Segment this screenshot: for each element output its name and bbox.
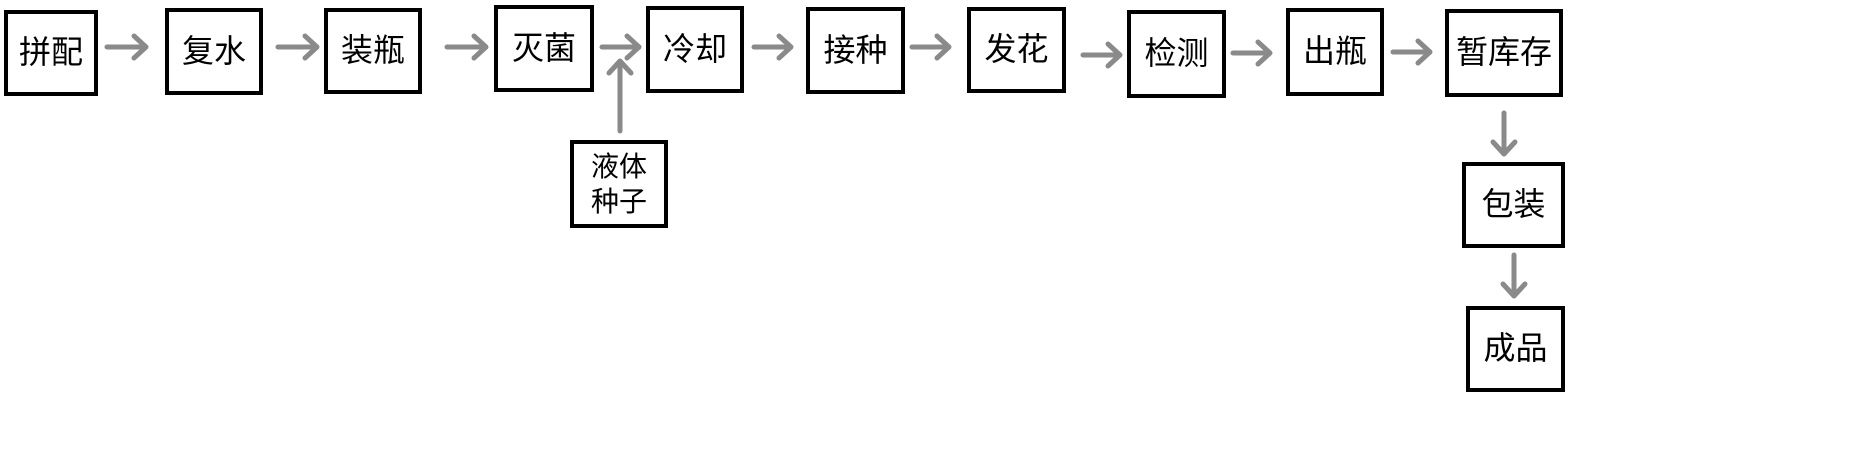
arrow-chuping-to-zankucun bbox=[1393, 41, 1430, 63]
node-miejun: 灭菌 bbox=[494, 5, 594, 92]
arrow-yeti-to-lengque bbox=[609, 61, 631, 131]
node-label: 装瓶 bbox=[341, 33, 405, 68]
node-label: 包装 bbox=[1481, 187, 1545, 222]
node-label: 拼配 bbox=[19, 35, 83, 70]
node-pinpei: 拼配 bbox=[4, 10, 98, 96]
arrow-fahua-to-jiance bbox=[1083, 44, 1120, 66]
node-fushui: 复水 bbox=[165, 8, 263, 95]
node-label: 接种 bbox=[823, 33, 887, 68]
arrow-baozhuang-to-chengpin bbox=[1503, 255, 1525, 296]
node-chengpin: 成品 bbox=[1466, 306, 1565, 392]
node-fahua: 发花 bbox=[967, 7, 1066, 93]
node-label: 冷却 bbox=[663, 32, 727, 67]
node-label: 复水 bbox=[182, 34, 246, 69]
arrow-jiance-to-chuping bbox=[1233, 42, 1270, 64]
node-label: 灭菌 bbox=[512, 31, 576, 66]
node-label: 成品 bbox=[1483, 331, 1547, 366]
node-baozhuang: 包装 bbox=[1462, 162, 1565, 248]
node-lengque: 冷却 bbox=[646, 6, 744, 93]
arrow-fushui-to-zhuangping bbox=[278, 36, 317, 58]
node-yeti-zhongzi: 液体 种子 bbox=[570, 140, 668, 228]
node-label: 暂库存 bbox=[1456, 35, 1552, 70]
node-label-line1: 液体 bbox=[591, 149, 647, 184]
node-zhuangping: 装瓶 bbox=[324, 8, 422, 94]
node-jiezhong: 接种 bbox=[806, 7, 905, 94]
node-label-line2: 种子 bbox=[591, 184, 647, 219]
node-chuping: 出瓶 bbox=[1286, 8, 1384, 96]
node-label: 检测 bbox=[1144, 36, 1208, 71]
node-jiance: 检测 bbox=[1127, 10, 1226, 98]
node-zankucun: 暂库存 bbox=[1445, 9, 1563, 97]
arrow-jiezhong-to-fahua bbox=[912, 36, 949, 58]
arrow-miejun-to-lengque bbox=[602, 36, 639, 58]
arrow-pinpei-to-fushui bbox=[107, 36, 146, 58]
node-label: 发花 bbox=[984, 32, 1048, 67]
arrow-zhuangping-to-miejun bbox=[447, 36, 486, 58]
arrow-zankucun-to-baozhuang bbox=[1493, 113, 1515, 154]
node-label: 出瓶 bbox=[1303, 34, 1367, 69]
arrow-lengque-to-jiezhong bbox=[754, 36, 791, 58]
